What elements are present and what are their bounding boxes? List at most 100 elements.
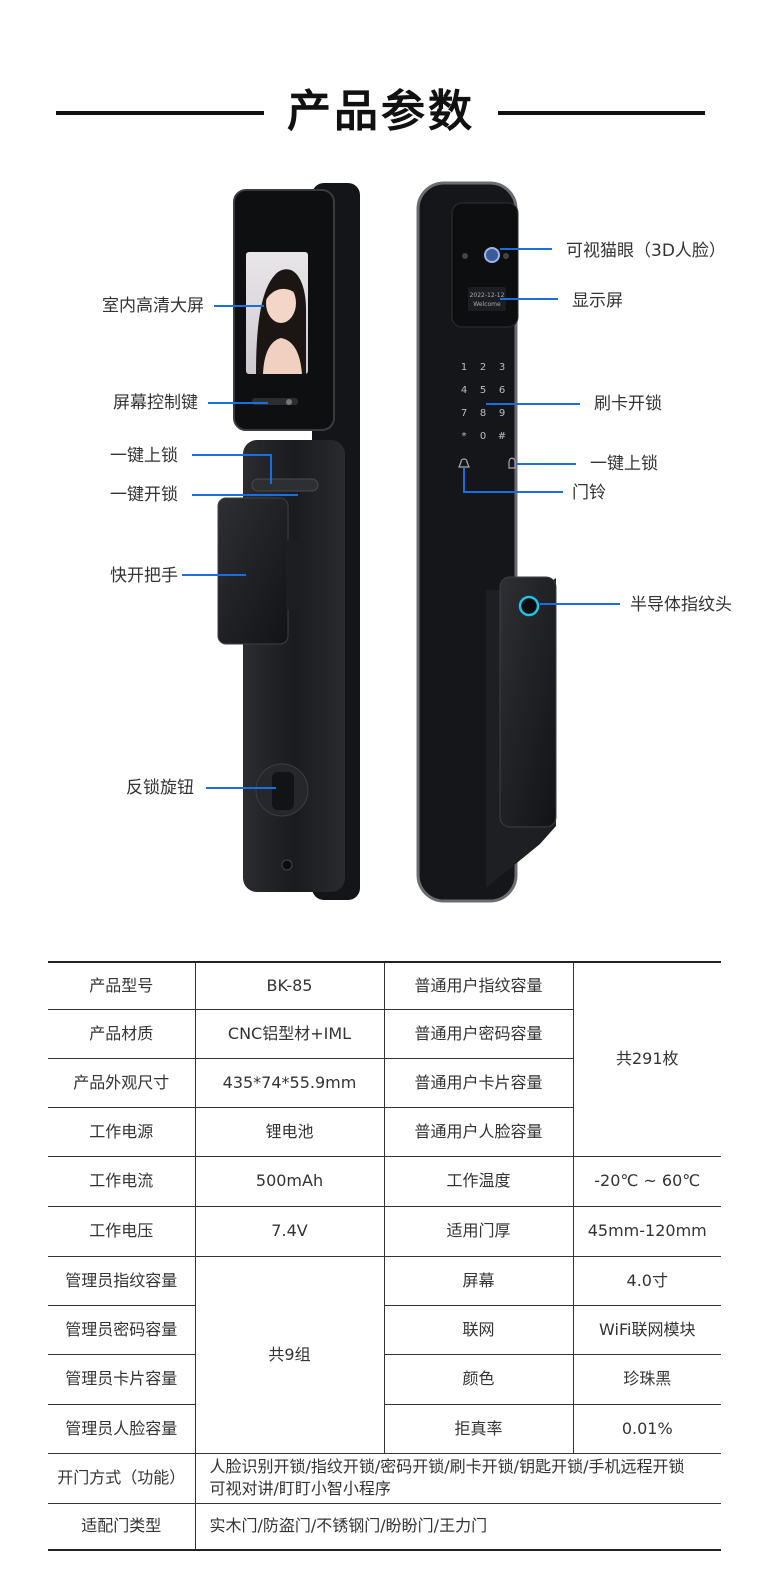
outdoor-display [468,287,506,311]
spec-table: 产品型号 BK-85 普通用户指纹容量 共291枚 产品材质 CNC铝型材+IM… [48,961,721,1551]
page-title: 产品参数 [287,86,475,137]
fingerprint-handle [499,576,557,828]
spec-value: 0.01% [572,1404,721,1454]
indoor-lock [217,183,360,900]
key-hole [281,859,293,871]
spec-label: 联网 [383,1305,573,1355]
table-row: 管理员指纹容量 共9组 屏幕 4.0寸 [48,1256,721,1454]
title-rule-right [498,111,705,115]
callout-one-key-lock: 一键上锁 [110,446,178,466]
spec-label: 产品外观尺寸 [48,1058,195,1108]
leader-display [500,298,558,300]
leader-one-key-lock-right [516,463,576,465]
keypad-key: 5 [480,385,486,396]
callout-fingerprint: 半导体指纹头 [630,595,732,615]
callout-display: 显示屏 [572,291,623,311]
fingerprint-sensor [518,595,540,617]
spec-value-open-methods: 人脸识别开锁/指纹开锁/密码开锁/刷卡开锁/钥匙开锁/手机远程开锁 可视对讲/盯… [194,1453,721,1504]
leader-one-key-lock-v [270,454,272,484]
spec-value: 435*74*55.9mm [194,1058,384,1108]
spec-label: 管理员卡片容量 [48,1354,195,1405]
spec-value: 4.0寸 [572,1256,721,1306]
ir-sensor-right [503,253,509,259]
spec-label: 普通用户密码容量 [383,1009,573,1059]
keypad-key: 4 [461,385,467,396]
spec-value: 500mAh [194,1156,384,1207]
open-methods-line-2: 可视对讲/盯盯小智小程序 [209,1479,391,1498]
title-rule-left [56,111,264,115]
callout-screen-keys: 屏幕控制键 [113,393,198,413]
table-row: 适配门类型 实木门/防盗门/不锈钢门/盼盼门/王力门 [48,1503,721,1551]
spec-value-user-total: 共291枚 [572,961,721,1157]
spec-value-admin-total: 共9组 [194,1256,384,1454]
keypad-key: 2 [480,362,486,373]
display-welcome: Welcome [473,301,501,308]
keypad-key: 0 [480,431,486,442]
spec-value-door-types: 实木门/防盗门/不锈钢门/盼盼门/王力门 [194,1503,721,1551]
spec-value: 7.4V [194,1206,384,1257]
portrait-image [256,269,306,374]
spec-label: 开门方式（功能） [48,1453,195,1504]
leader-screen-keys [208,402,268,404]
quick-open-handle [217,497,289,645]
spec-value: WiFi联网模块 [572,1305,721,1355]
spec-value: CNC铝型材+IML [194,1009,384,1059]
callout-quick-handle: 快开把手 [110,566,178,586]
leader-doorbell-v [463,468,465,492]
table-row: 管理员人脸容量 拒真率 0.01% [48,1404,721,1454]
table-row: 工作电流 500mAh 工作温度 -20℃ ~ 60℃ [48,1156,721,1207]
spec-label: 工作电压 [48,1206,195,1257]
peephole-camera [484,247,500,263]
callout-one-key-unlock: 一键开锁 [110,485,178,505]
table-row: 产品外观尺寸 435*74*55.9mm 普通用户卡片容量 [48,1058,721,1108]
leader-fingerprint [540,603,620,605]
display-date: 2022-12-12 [470,292,505,299]
table-row: 开门方式（功能） 人脸识别开锁/指纹开锁/密码开锁/刷卡开锁/钥匙开锁/手机远程… [48,1453,721,1504]
table-row: 工作电压 7.4V 适用门厚 45mm-120mm [48,1206,721,1257]
ir-sensor-left [462,253,468,259]
keypad-key: # [498,431,506,442]
callout-anti-lock-knob: 反锁旋钮 [126,778,194,798]
spec-label: 产品材质 [48,1009,195,1059]
spec-value: 45mm-120mm [572,1206,721,1257]
open-methods-line-1: 人脸识别开锁/指纹开锁/密码开锁/刷卡开锁/钥匙开锁/手机远程开锁 [209,1457,685,1476]
callout-indoor-screen: 室内高清大屏 [102,296,204,316]
spec-label: 屏幕 [383,1256,573,1306]
callout-peephole: 可视猫眼（3D人脸） [566,241,726,261]
keypad-key: 3 [499,362,505,373]
keypad-key: 8 [480,408,486,419]
spec-label: 管理员指纹容量 [48,1256,195,1306]
callout-card-unlock: 刷卡开锁 [594,394,662,414]
spec-label: 颜色 [383,1354,573,1405]
spec-label: 适配门类型 [48,1503,195,1551]
keypad-key: 7 [461,408,467,419]
spec-label: 拒真率 [383,1404,573,1454]
spec-value: 珍珠黑 [572,1354,721,1405]
spec-label: 产品型号 [48,961,195,1010]
spec-label: 管理员密码容量 [48,1305,195,1355]
spec-value: -20℃ ~ 60℃ [572,1156,721,1207]
leader-quick-handle [182,574,246,576]
lock-unlock-buttons [251,478,319,492]
keypad-key: 6 [499,385,505,396]
spec-label: 工作温度 [383,1156,573,1207]
doorbell-icon [458,458,470,468]
leader-anti-lock-knob [206,787,276,789]
spec-label: 普通用户人脸容量 [383,1107,573,1157]
spec-label: 管理员人脸容量 [48,1404,195,1454]
keypad-key: 9 [499,408,505,419]
table-row: 管理员密码容量 联网 WiFi联网模块 [48,1305,721,1355]
leader-indoor-screen [214,305,264,307]
spec-label: 适用门厚 [383,1206,573,1257]
keypad-key: * [462,431,467,442]
leader-peephole [500,248,552,250]
leader-doorbell-h [463,491,563,493]
spec-value: 锂电池 [194,1107,384,1157]
spec-value: BK-85 [194,961,384,1010]
handle-neck [286,540,300,610]
leader-one-key-unlock [192,494,298,496]
